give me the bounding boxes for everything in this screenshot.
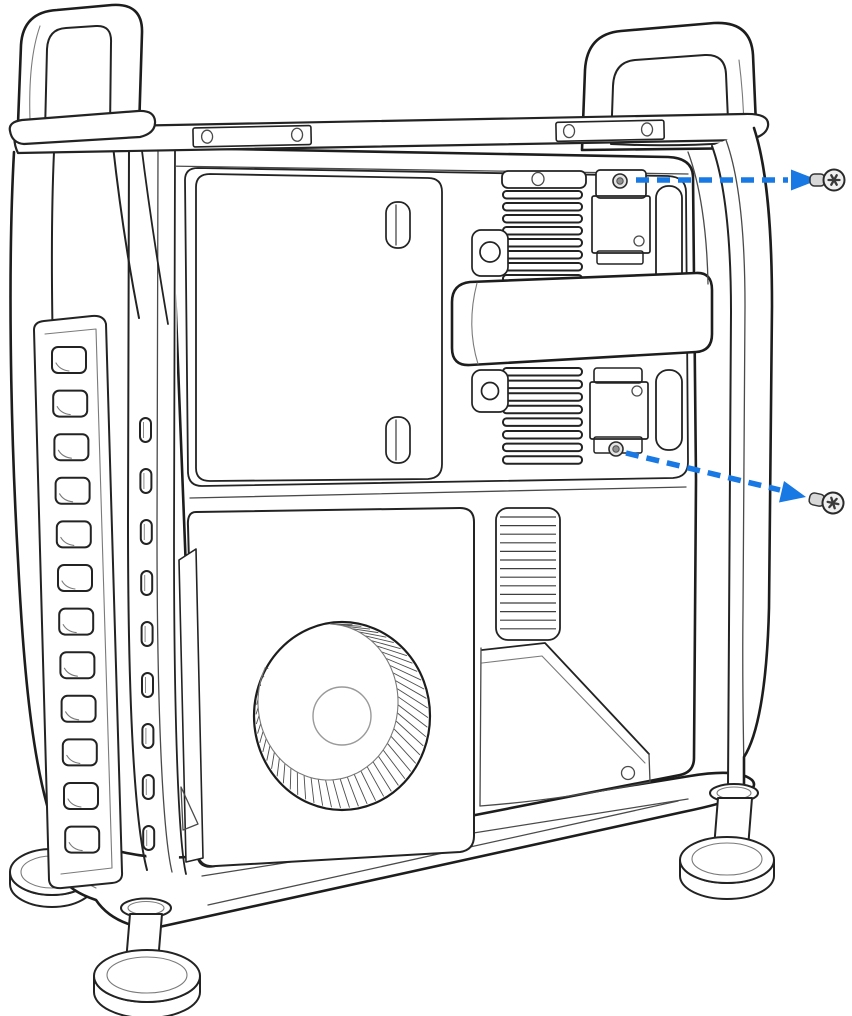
front-right-foot xyxy=(679,783,775,900)
lower-heatsink-fins xyxy=(502,367,583,465)
front-vent-slots xyxy=(139,417,156,851)
psu-area xyxy=(479,507,651,807)
right-frame-tubes xyxy=(679,126,775,900)
upper-ssd-module xyxy=(591,169,651,265)
removed-screw-upper xyxy=(809,168,846,192)
upper-screw-arrow xyxy=(636,169,818,191)
lower-slot-plate xyxy=(655,369,683,451)
lower-arrow-dashes xyxy=(625,450,781,493)
handle-base-slab xyxy=(8,109,157,146)
psu-screw-hole xyxy=(620,765,636,781)
lower-module-screw xyxy=(608,441,624,457)
upper-arrow-head xyxy=(791,169,818,191)
door-edge xyxy=(178,548,204,863)
dimm-cover-panel xyxy=(195,173,443,482)
front-column xyxy=(127,146,187,875)
dimm-cover-tab-upper xyxy=(385,201,411,249)
fan-panel xyxy=(186,507,475,868)
dimm-cover-tab-lower xyxy=(385,416,411,464)
vent-slats xyxy=(500,516,556,630)
lower-screw-arrow xyxy=(625,450,806,503)
upper-module-screw xyxy=(612,173,628,189)
fan xyxy=(252,620,432,812)
top-frame-bar xyxy=(8,109,770,155)
lower-module xyxy=(471,367,683,465)
top-brackets xyxy=(192,119,666,148)
lower-arrow-head xyxy=(779,481,806,503)
front-left-foot xyxy=(93,897,201,1016)
lower-ssd-module xyxy=(589,367,649,457)
psu-diagonal-brace xyxy=(481,642,650,755)
dimm-cover-bar xyxy=(450,271,714,367)
torx-star-icon xyxy=(826,496,840,510)
removed-screw-lower xyxy=(808,491,845,515)
lattice-holes xyxy=(51,346,101,854)
lattice-panel xyxy=(33,314,124,890)
bay-divider xyxy=(189,486,687,499)
fan-face-edge xyxy=(257,623,399,781)
upper-standoff xyxy=(471,229,509,277)
module-bay xyxy=(184,167,689,487)
torx-star-icon xyxy=(827,174,841,186)
lower-standoff xyxy=(471,369,509,413)
fan-hub xyxy=(312,686,372,746)
psu-vent-grille xyxy=(495,507,561,641)
